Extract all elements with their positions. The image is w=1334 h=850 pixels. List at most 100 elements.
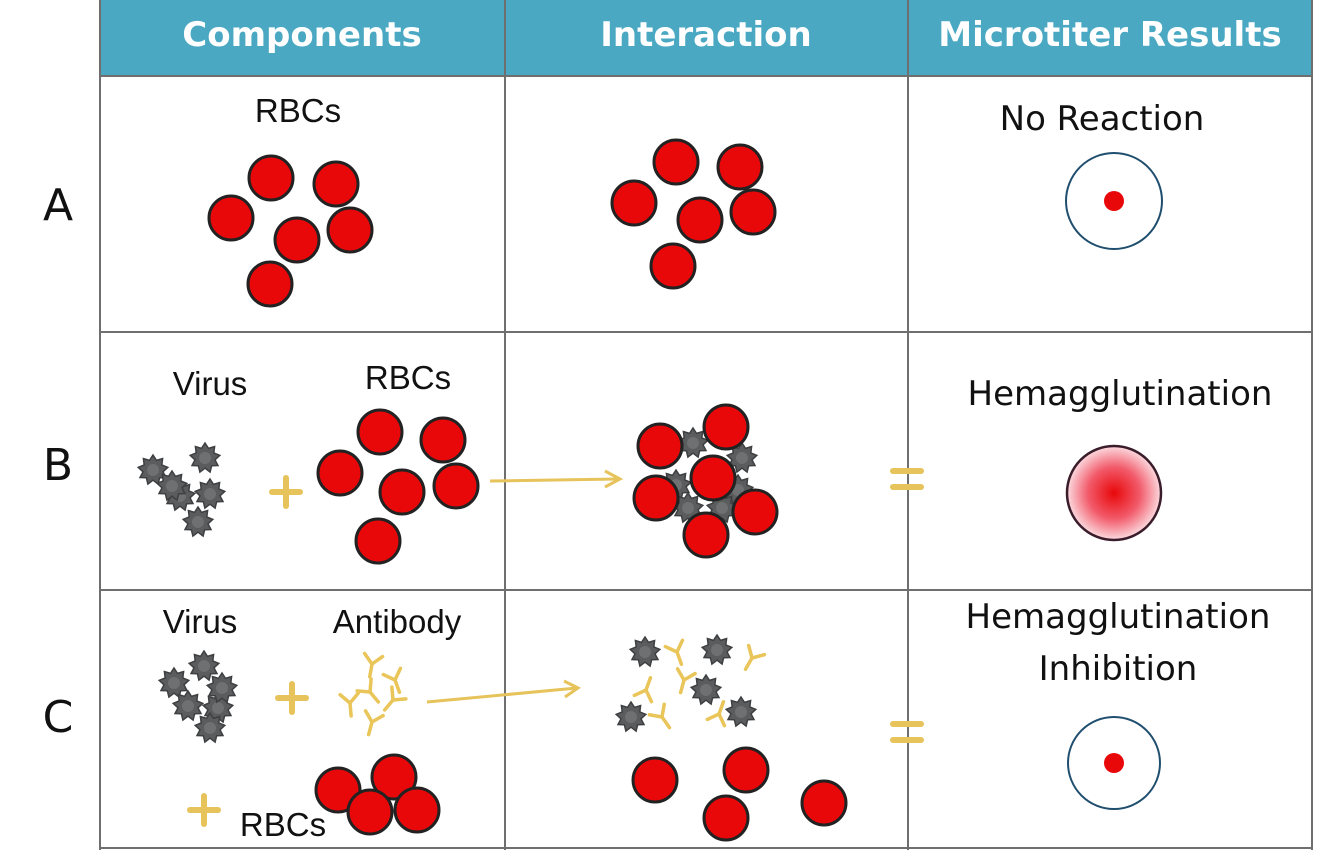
antibody-y [362, 651, 385, 679]
rbc-cell [356, 408, 404, 456]
row-b-interaction-rbcs [632, 403, 779, 559]
header-components: Components [182, 15, 421, 55]
rbc-cell [354, 517, 402, 565]
rbc-cell [702, 794, 750, 842]
row-a-components-rbcs [207, 154, 374, 308]
rbc-cell [378, 468, 426, 516]
row-b-arrow-icon [489, 469, 624, 489]
header-bar [100, 0, 1312, 76]
rbc-cell [419, 416, 467, 464]
rbc-cell [636, 422, 684, 470]
rbc-cell [247, 154, 295, 202]
rbc-cell [346, 788, 394, 836]
virus-core [736, 452, 748, 464]
row-c-virus-cluster [157, 649, 239, 744]
virus-core [204, 722, 216, 734]
antibody-y [705, 700, 727, 728]
virus-core [700, 684, 712, 696]
rbc-cell [314, 766, 362, 814]
virus-core [716, 502, 728, 514]
virus-core [192, 516, 204, 528]
virus-core [682, 502, 694, 514]
rbc-cell [729, 188, 777, 236]
rbc-cell [689, 454, 737, 502]
row-c-result-label-line1: Hemagglutination [966, 597, 1271, 637]
virus-core [147, 464, 159, 476]
row-a-rbcs-label: RBCs [255, 92, 341, 129]
virus-core [198, 660, 210, 672]
antibody-y [647, 702, 672, 730]
row-c-well-inhibition [1067, 716, 1161, 810]
row-c-antibodies [338, 651, 408, 737]
virus-core [216, 682, 228, 694]
rbc-cell [610, 179, 658, 227]
antibody-y [363, 709, 385, 737]
rbc-cell [682, 511, 730, 559]
header-microtiter-results: Microtiter Results [938, 15, 1281, 55]
virus-core [732, 484, 744, 496]
antibody-y [632, 676, 654, 704]
row-label-b: B [43, 440, 73, 491]
rbc-cell [652, 138, 700, 186]
row-label-c: C [43, 692, 74, 743]
rbc-cell [370, 753, 418, 801]
row-a-interaction-rbcs [610, 138, 777, 290]
antibody-y [355, 677, 381, 704]
virus-core [711, 644, 723, 656]
rbc-cell [722, 746, 770, 794]
rbc-cell [676, 196, 724, 244]
virus-core [166, 480, 178, 492]
virus-core [168, 677, 180, 689]
rbc-cell [716, 143, 764, 191]
rbc-cell [649, 242, 697, 290]
virus-core [625, 711, 637, 723]
row-c-rbcs-label: RBCs [240, 806, 326, 843]
row-b-virus-label: Virus [173, 365, 248, 402]
row-b-components-rbcs [316, 408, 480, 565]
row-c-interaction-viruses [614, 633, 758, 733]
antibody-y [663, 638, 685, 666]
row-a-well-no-reaction [1065, 152, 1163, 250]
antibody-y [675, 667, 697, 695]
rbc-cell [312, 160, 360, 208]
virus-core [182, 700, 194, 712]
rbc-cell [631, 756, 679, 804]
row-label-a: A [43, 180, 73, 231]
row-a-result-label: No Reaction [1000, 99, 1205, 139]
row-c-components-rbcs [314, 753, 441, 836]
row-b-well-hemagglutination [1065, 444, 1163, 542]
antibody-y [338, 691, 361, 718]
rbc-cell [702, 403, 750, 451]
virus-core [639, 646, 651, 658]
row-c-plus-icon [275, 681, 309, 715]
virus-core [212, 702, 224, 714]
antibody-y [743, 643, 767, 672]
row-b-equals-icon [890, 468, 924, 490]
rbc-cell [246, 260, 294, 308]
row-c-virus-label: Virus [163, 603, 238, 640]
rbc-cell [800, 779, 848, 827]
virus-core [199, 452, 211, 464]
row-c-equals-icon [890, 721, 924, 743]
row-b-rbcs-label: RBCs [365, 359, 451, 396]
antibody-y [381, 666, 403, 694]
rbc-cell [632, 474, 680, 522]
rbc-cell [393, 786, 441, 834]
row-c-plus-rbcs-icon [187, 793, 221, 827]
header-interaction: Interaction [600, 15, 812, 55]
row-b-result-label: Hemagglutination [968, 374, 1273, 414]
table-grid [99, 0, 1313, 850]
rbc-cell [731, 488, 779, 536]
row-c-interaction-rbcs [631, 746, 848, 842]
row-c-result-label-line2: Inhibition [1039, 649, 1198, 689]
row-c-arrow-icon [426, 679, 581, 704]
row-c-interaction-antibodies [632, 638, 767, 730]
rbc-cell [326, 206, 374, 254]
virus-core [204, 488, 216, 500]
rbc-cell [273, 216, 321, 264]
rbc-cell [316, 449, 364, 497]
antibody-y [382, 685, 408, 712]
row-b-plus-icon [269, 475, 303, 509]
rbc-cell [432, 462, 480, 510]
